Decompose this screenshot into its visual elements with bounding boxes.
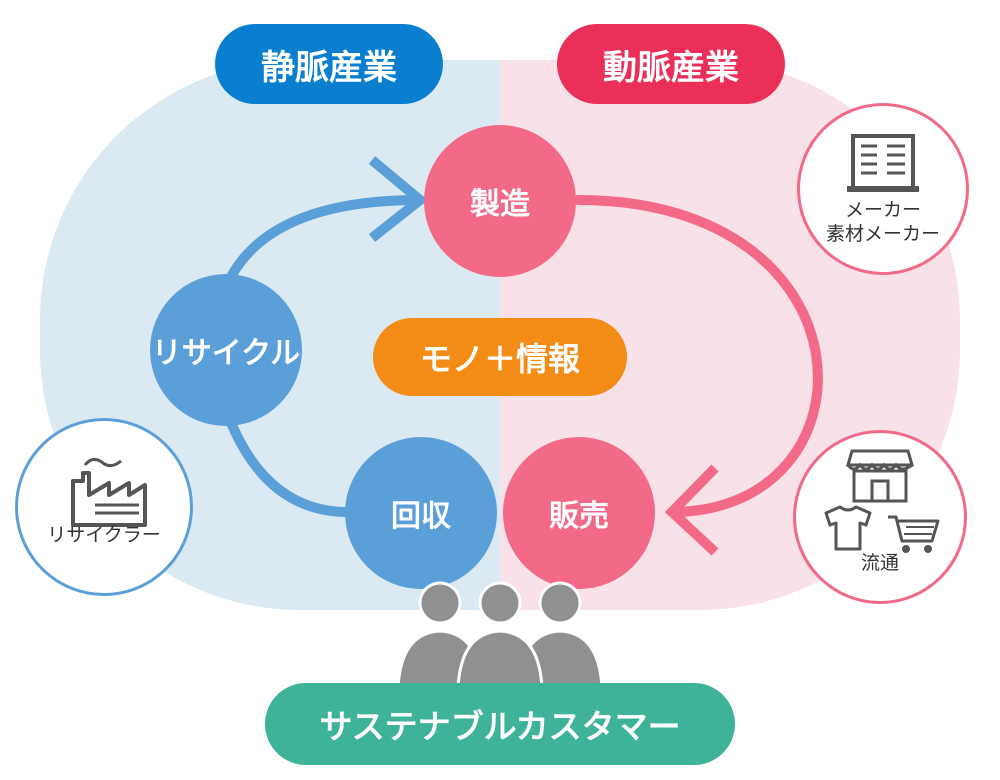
recycler-circle: リサイクラー bbox=[15, 418, 193, 596]
sales-node: 販売 bbox=[503, 437, 655, 589]
retail-icons bbox=[824, 449, 940, 553]
maker-circle: メーカー 素材メーカー bbox=[797, 103, 969, 275]
factory-icon bbox=[71, 458, 147, 527]
customer-label: サステナブルカスタマー bbox=[265, 683, 735, 765]
recycler-label: リサイクラー bbox=[47, 524, 161, 546]
shopping-cart-icon bbox=[888, 515, 940, 553]
left-header: 静脈産業 bbox=[215, 24, 443, 104]
center-label: モノ＋情報 bbox=[373, 318, 627, 396]
manufacture-node: 製造 bbox=[424, 125, 576, 277]
maker-label-2: 素材メーカー bbox=[825, 223, 940, 245]
arrow-manufacture-to-sales bbox=[573, 195, 823, 517]
customers-icon bbox=[396, 581, 604, 692]
arrow-recycle-to-manufacture bbox=[227, 195, 425, 280]
store-icon bbox=[846, 449, 914, 503]
arrow-collect-to-recycle bbox=[227, 420, 353, 517]
maker-label-1: メーカー bbox=[844, 199, 921, 221]
recycle-node: リサイクル bbox=[150, 274, 302, 426]
office-building-icon bbox=[847, 134, 919, 192]
right-header: 動脈産業 bbox=[557, 24, 785, 104]
arrowhead-sales bbox=[664, 464, 719, 556]
person-icon-center bbox=[456, 581, 544, 692]
tshirt-icon bbox=[824, 505, 872, 551]
distribution-label: 流通 bbox=[860, 552, 899, 574]
collect-node: 回収 bbox=[345, 437, 497, 589]
arrowhead-manufacture bbox=[368, 156, 428, 242]
distribution-circle: 流通 bbox=[793, 430, 967, 604]
